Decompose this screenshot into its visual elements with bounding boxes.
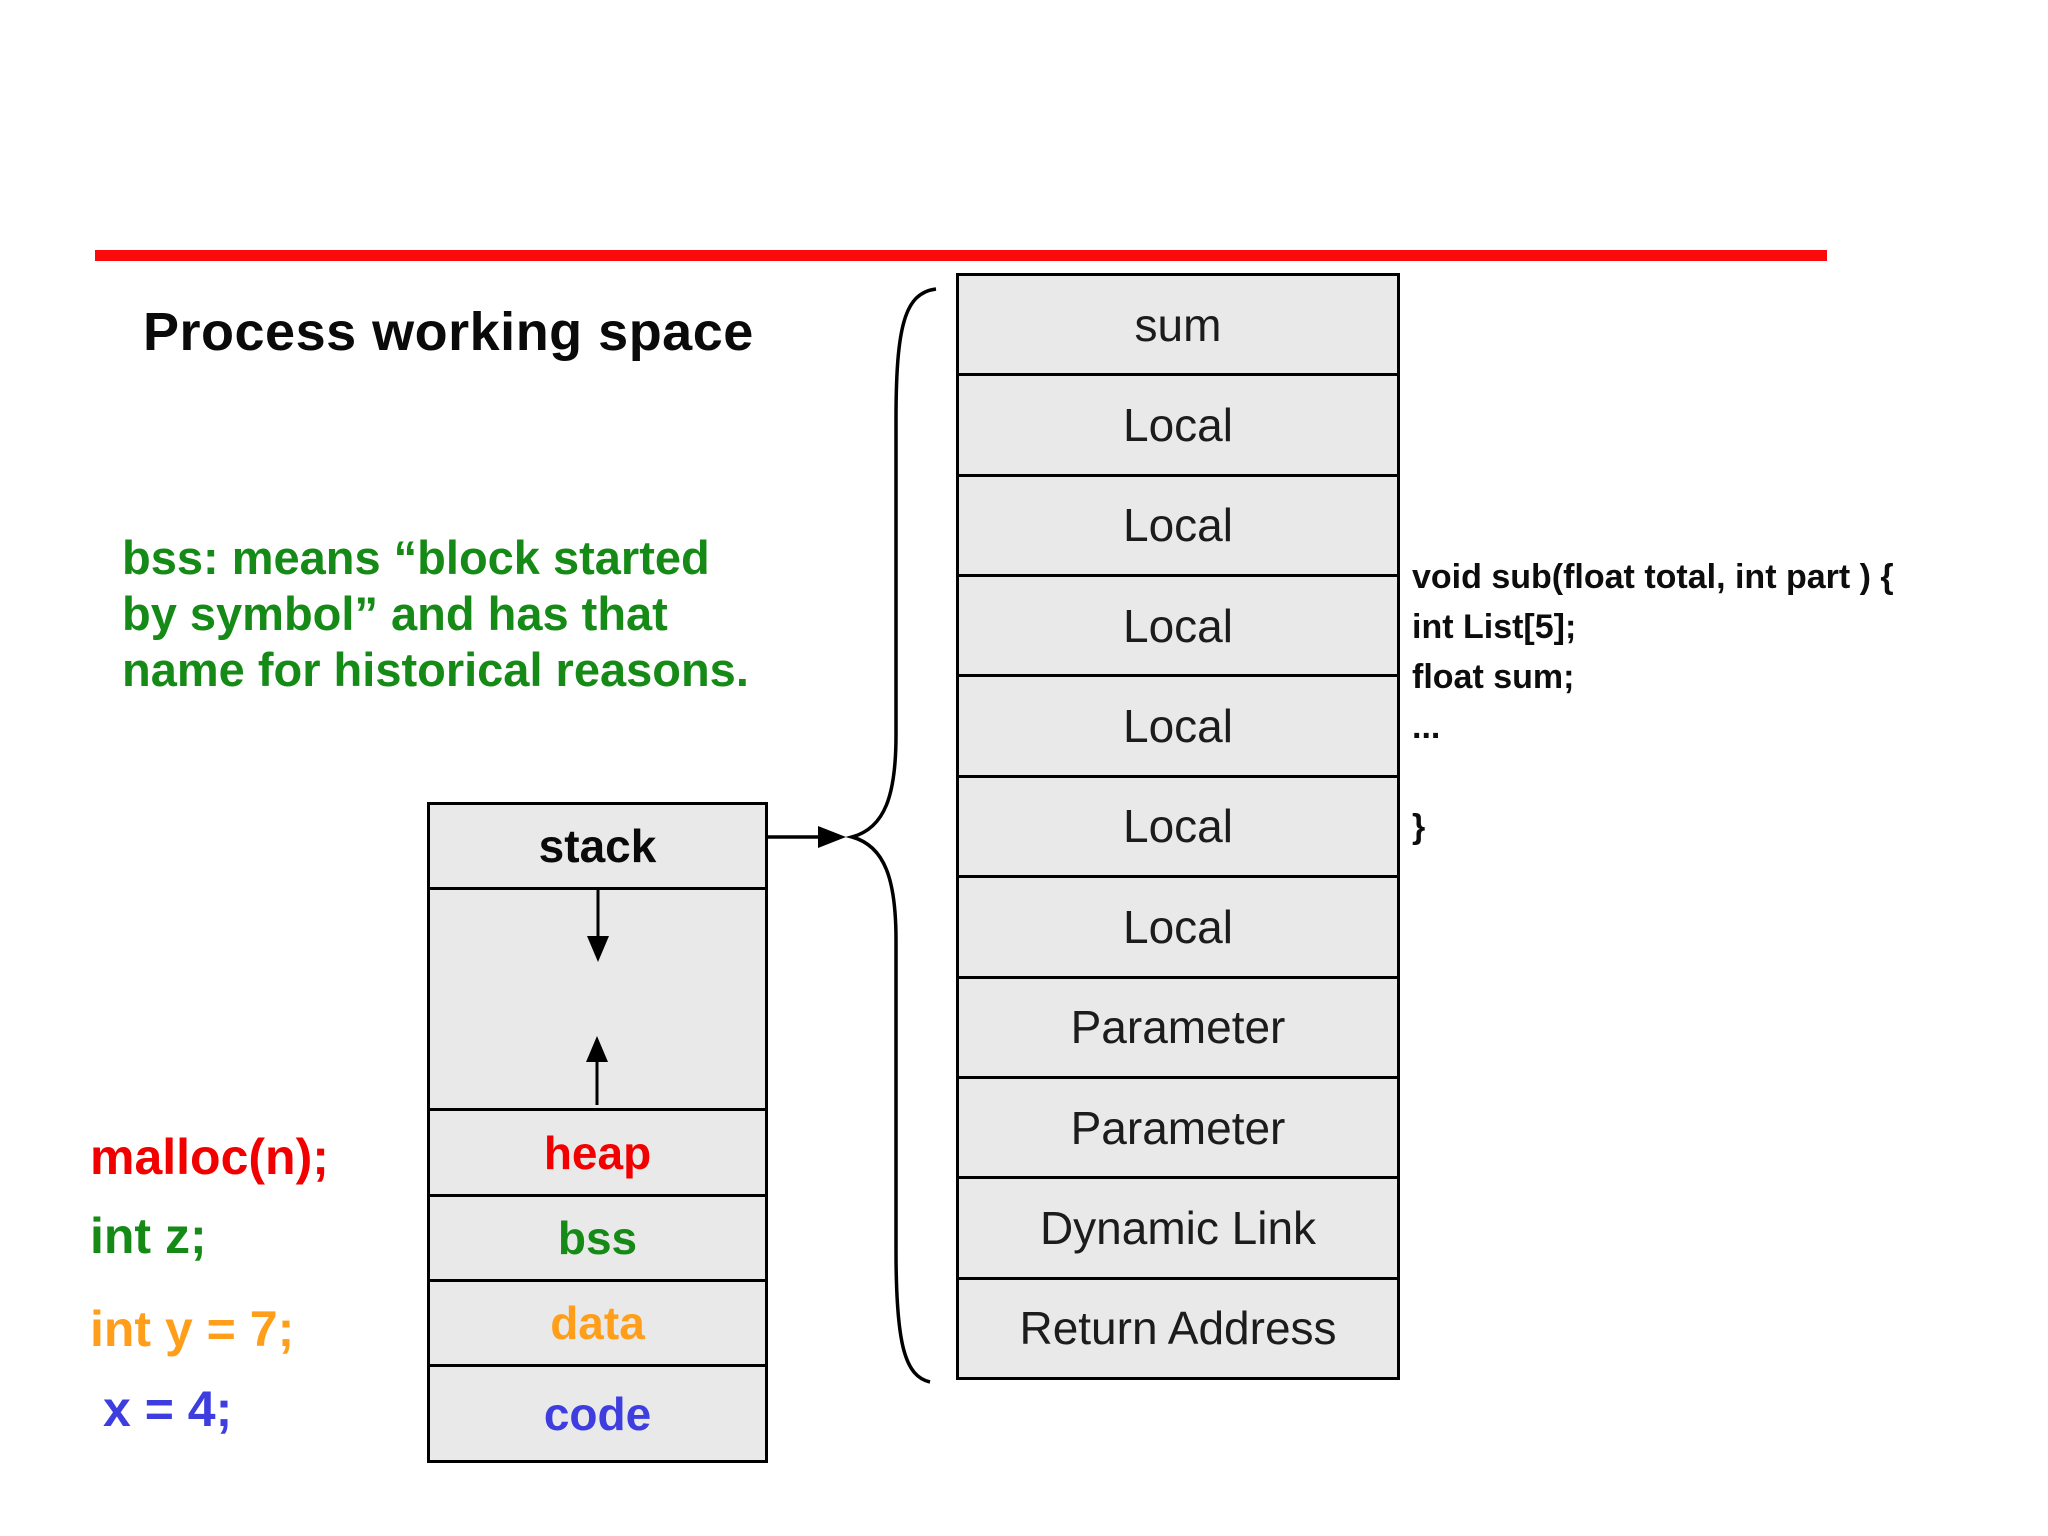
code-line-5 [1412, 752, 1894, 802]
code-line-1: void sub(float total, int part ) { [1412, 558, 1894, 596]
annotation-int-z: int z; [90, 1208, 207, 1264]
annotation-malloc: malloc(n); [90, 1129, 329, 1185]
frame-cell-local-6: Local [959, 875, 1397, 975]
frame-cell-local-2: Local [959, 473, 1397, 574]
memory-cell-data: data [430, 1279, 765, 1364]
frame-cell-parameter-2: Parameter [959, 1075, 1397, 1176]
memory-cell-code: code [430, 1364, 765, 1460]
frame-cell-return-address: Return Address [959, 1276, 1397, 1377]
stack-frame-box: sum Local Local Local Local Local Local … [956, 273, 1400, 1380]
bss-note: bss: means “block started by symbol” and… [122, 530, 749, 698]
annotation-int-y: int y = 7; [90, 1301, 295, 1357]
annotation-x-4: x = 4; [103, 1381, 233, 1437]
frame-cell-parameter-1: Parameter [959, 975, 1397, 1076]
code-line-6: } [1412, 808, 1426, 846]
page-title: Process working space [143, 302, 754, 362]
stack-to-frame-arrow [768, 826, 846, 848]
memory-growth-spacer [430, 887, 765, 1108]
code-line-4: ... [1412, 708, 1441, 746]
code-line-2: int List[5]; [1412, 608, 1577, 646]
frame-cell-local-4: Local [959, 674, 1397, 774]
bss-note-line-2: by symbol” and has that [122, 587, 668, 640]
frame-cell-dynamic-link: Dynamic Link [959, 1176, 1397, 1276]
frame-cell-sum: sum [1134, 298, 1222, 351]
frame-brace [845, 287, 937, 1384]
memory-cell-bss: bss [430, 1194, 765, 1279]
bss-note-line-3: name for historical reasons. [122, 643, 749, 696]
memory-cell-heap: heap [430, 1108, 765, 1194]
frame-cell-local-1: Local [959, 373, 1397, 473]
memory-cell-stack: stack [538, 820, 657, 872]
frame-cell-local-3: Local [959, 574, 1397, 674]
bss-note-line-1: bss: means “block started [122, 531, 710, 584]
top-rule [95, 250, 1827, 261]
code-snippet: void sub(float total, int part ) { int L… [1412, 552, 1894, 852]
frame-cell-local-5: Local [959, 774, 1397, 875]
code-line-3: float sum; [1412, 658, 1575, 696]
memory-layout-box: stack heap bss data code [427, 802, 768, 1463]
